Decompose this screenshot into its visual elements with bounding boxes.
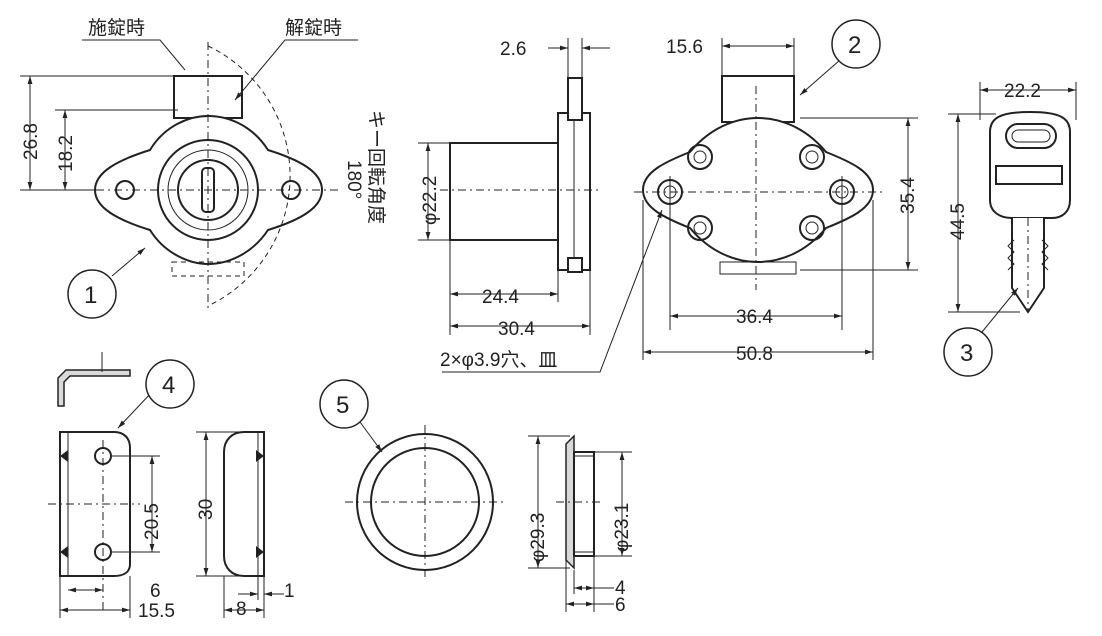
dim-36-4: 36.4 <box>736 307 773 328</box>
dim-phi-22-2: φ22.2 <box>420 176 441 225</box>
callout-5: 5 <box>336 392 349 419</box>
lock-front-view: 26.8 18.2 施錠時 解錠時 キー回転角度 180° 1 <box>20 17 387 319</box>
label-hole-note: 2×φ3.9穴、皿 <box>440 349 557 371</box>
dim-50-8: 50.8 <box>736 344 773 365</box>
strike-plate-view: 20.5 6 15.5 30 8 1 4 <box>48 352 295 622</box>
dim-20-5: 20.5 <box>142 503 163 540</box>
label-locked: 施錠時 <box>88 17 145 39</box>
dim-2-6: 2.6 <box>500 39 526 60</box>
dim-phi-29-3: φ29.3 <box>528 513 549 562</box>
callout-4: 4 <box>162 372 175 399</box>
dim-18-2: 18.2 <box>56 135 77 172</box>
callout-3: 3 <box>960 340 973 367</box>
dim-24-4: 24.4 <box>482 287 519 308</box>
dim-4: 4 <box>615 578 626 599</box>
escutcheon-view: φ29.3 φ23.1 4 6 5 <box>319 379 633 616</box>
dim-22-2-key: 22.2 <box>1004 81 1041 102</box>
callout-1: 1 <box>84 282 97 309</box>
dim-30: 30 <box>196 499 217 520</box>
dim-30-4: 30.4 <box>498 319 535 340</box>
dim-1: 1 <box>284 581 295 602</box>
dim-35-4: 35.4 <box>898 177 919 214</box>
label-unlocked: 解錠時 <box>285 17 342 39</box>
callout-2: 2 <box>848 32 861 59</box>
dim-26-8: 26.8 <box>21 123 42 160</box>
dim-6-ring: 6 <box>615 595 626 616</box>
dim-8: 8 <box>236 599 247 620</box>
label-angle-180: 180° <box>343 160 364 199</box>
key-view: 22.2 44.5 3 <box>943 81 1077 377</box>
dim-15-5: 15.5 <box>138 601 175 622</box>
lock-rear-view: 15.6 35.4 36.4 50.8 2×φ3.9穴、皿 2 <box>440 19 919 373</box>
lock-side-view: 2.6 φ22.2 24.4 30.4 <box>418 38 610 340</box>
dim-phi-23-1: φ23.1 <box>612 503 633 552</box>
label-key-rotation: キー回転角度 <box>365 110 387 224</box>
dim-15-6: 15.6 <box>666 37 703 58</box>
dim-44-5: 44.5 <box>948 203 969 240</box>
dim-6: 6 <box>150 581 161 602</box>
